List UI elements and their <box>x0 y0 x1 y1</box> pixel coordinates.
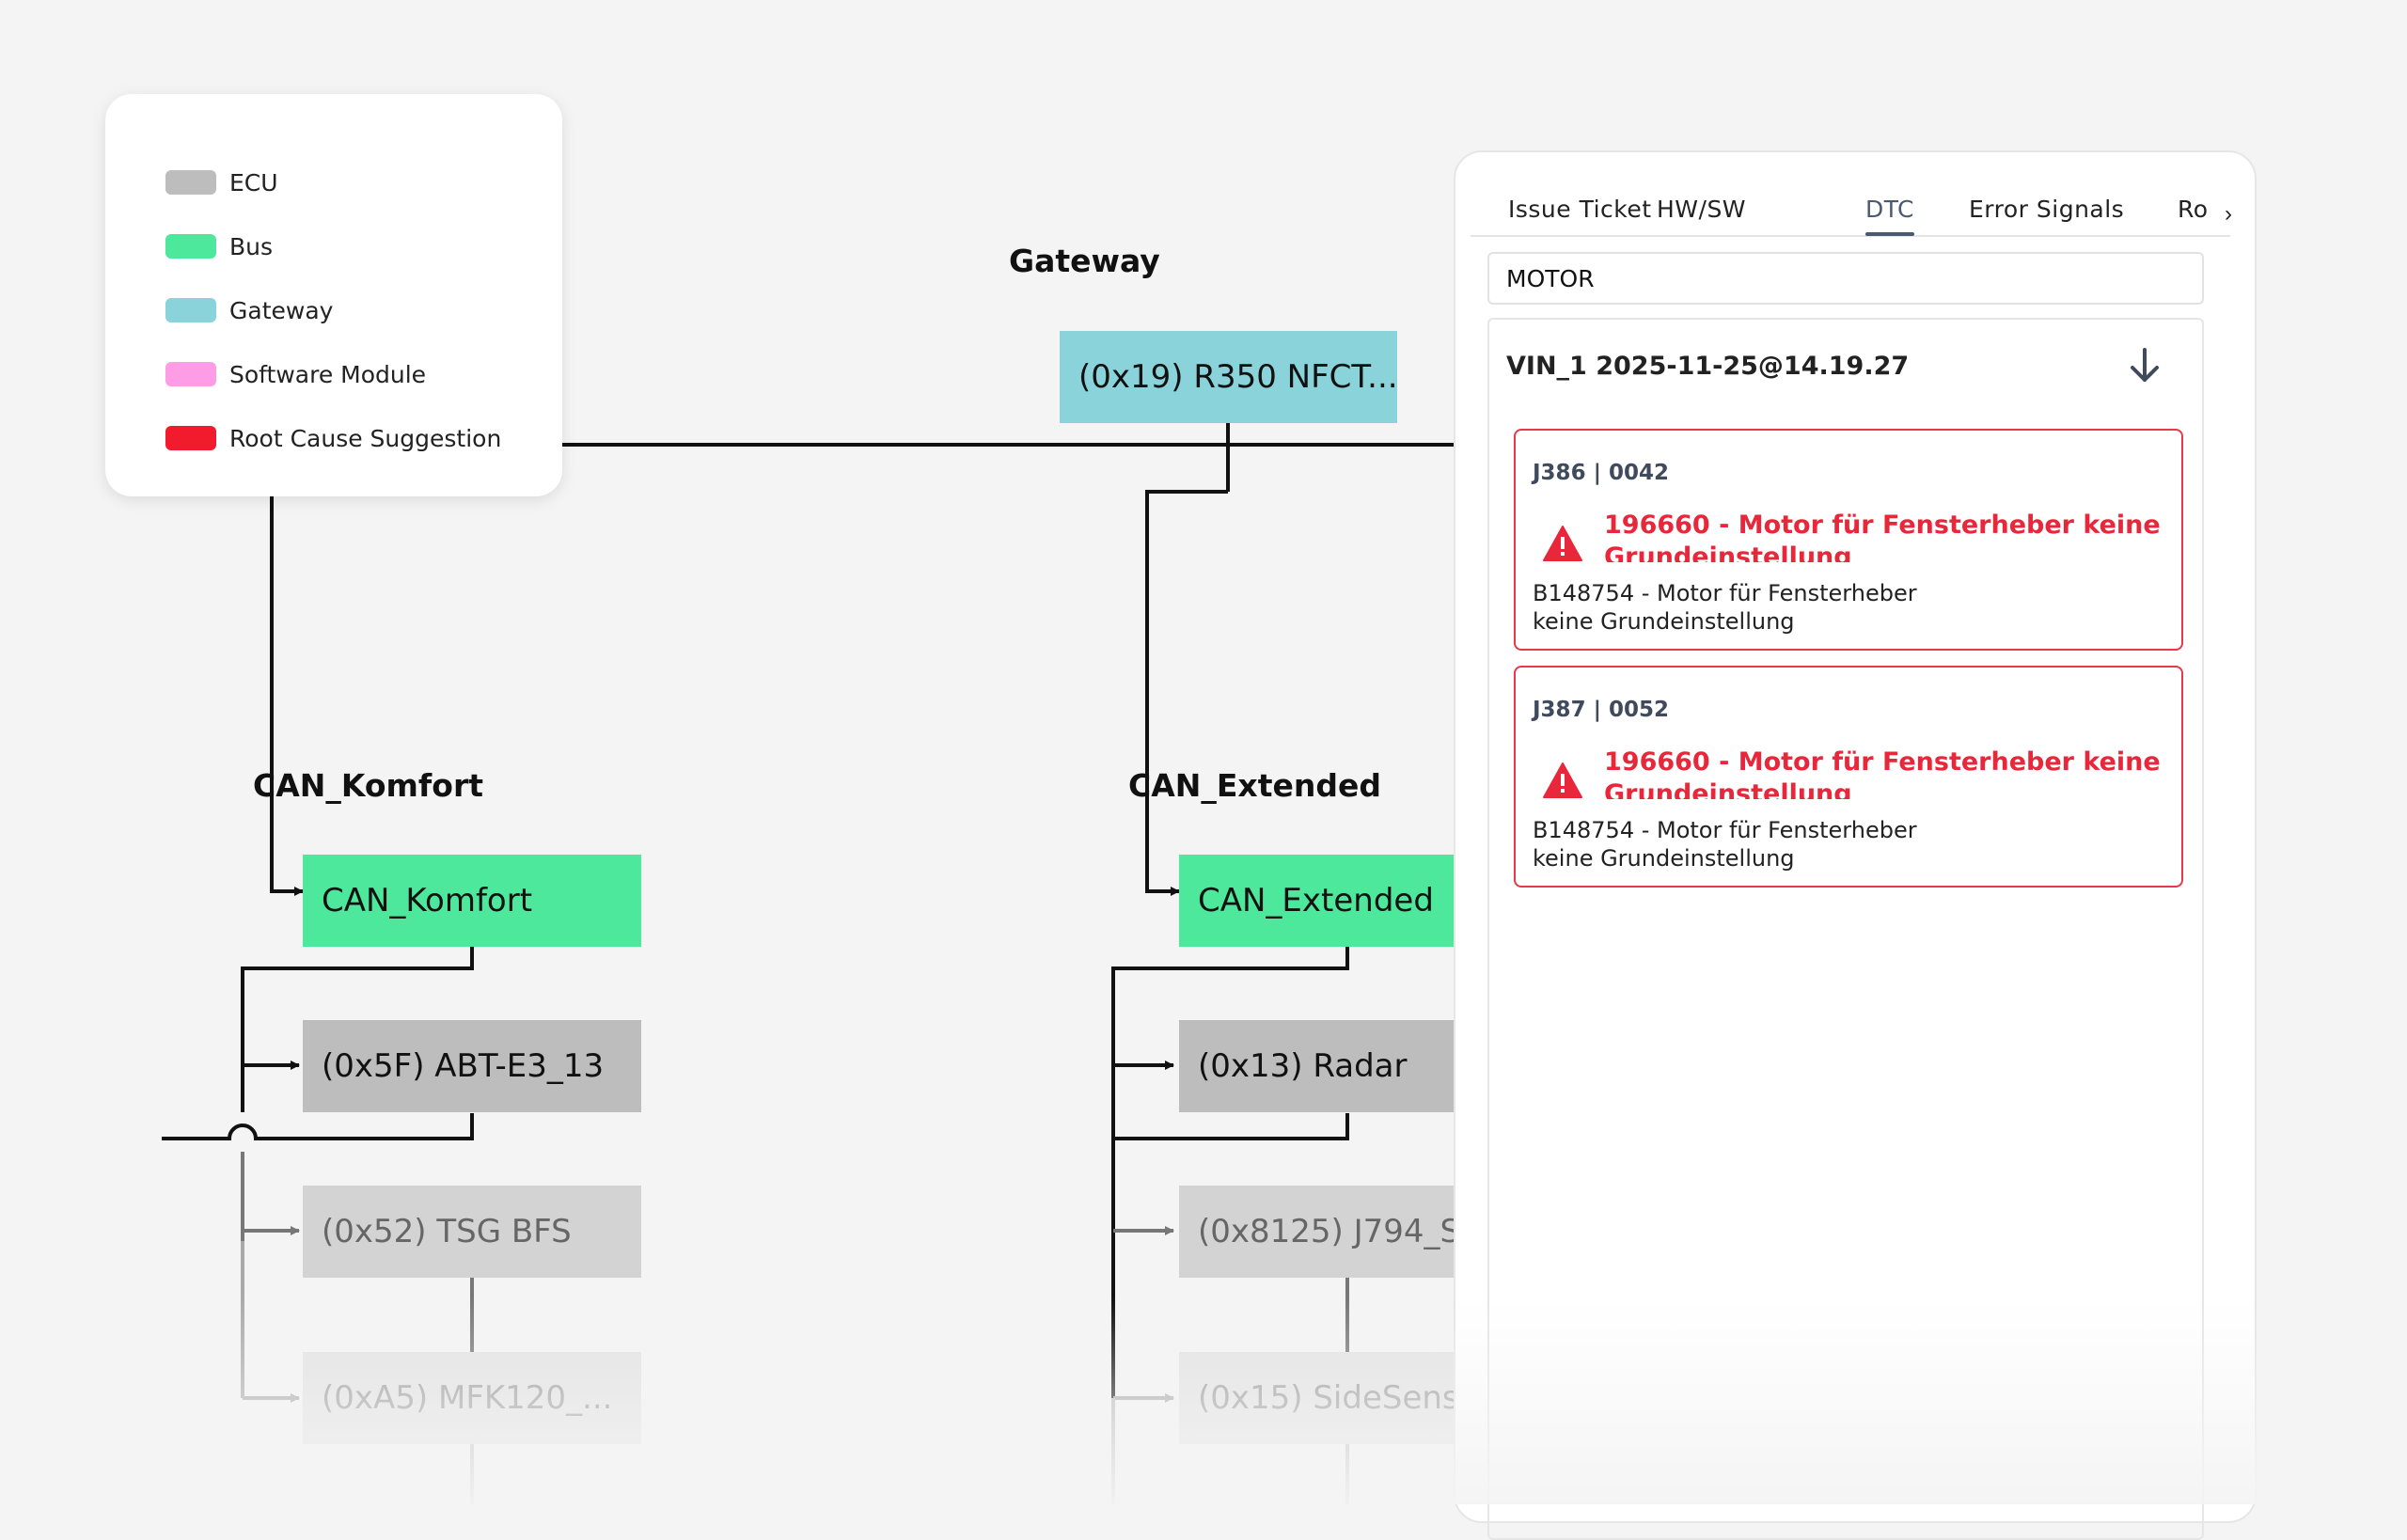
dtc-description: B148754 - Motor für Fensterheber keine G… <box>1533 580 1917 635</box>
dtc-card[interactable]: J387 | 0052 196660 - Motor für Fensterhe… <box>1514 666 2183 888</box>
legend-item-bus: Bus <box>165 214 562 278</box>
connector-can-komfort <box>270 496 304 896</box>
details-panel: Issue Ticket HW/SW DTC Error Signals Ro … <box>1454 150 2257 1540</box>
legend-item-root-cause: Root Cause Suggestion <box>165 406 562 470</box>
panel-tabs: Issue Ticket HW/SW DTC Error Signals Ro … <box>1471 184 2232 237</box>
dtc-code: J387 | 0052 <box>1533 698 1669 722</box>
dtc-description: B148754 - Motor für Fensterheber keine G… <box>1533 817 1917 872</box>
komfort-tree <box>241 947 474 1112</box>
tab-hw-sw[interactable]: HW/SW <box>1657 196 1747 223</box>
warning-icon <box>1543 762 1582 798</box>
legend-item-gateway: Gateway <box>165 278 562 342</box>
search-input[interactable] <box>1487 252 2204 305</box>
vin-session-card: VIN_1 2025-11-25@14.19.27 J386 | 0042 19… <box>1487 318 2204 1540</box>
bus-node-can-extended[interactable]: CAN_Extended <box>1179 855 1454 947</box>
bus-node-can-komfort[interactable]: CAN_Komfort <box>303 855 641 947</box>
ecu-node[interactable]: (0xA5) MFK120_... <box>303 1352 641 1444</box>
ecu-node[interactable]: (0x13) Radar <box>1179 1020 1454 1112</box>
ecu-node[interactable]: (0x5F) ABT-E3_13 <box>303 1020 641 1112</box>
tab-issue-ticket[interactable]: Issue Ticket <box>1508 196 1652 223</box>
legend-swatch <box>165 362 216 386</box>
bus-label-can-extended: CAN_Extended <box>1128 767 1381 804</box>
bus-label-can-komfort: CAN_Komfort <box>253 767 484 804</box>
gateway-label: Gateway <box>1009 243 1160 279</box>
ecu-node[interactable]: (0x15) SideSenso <box>1179 1352 1454 1444</box>
warning-icon <box>1543 526 1582 561</box>
dtc-title: 196660 - Motor für Fensterheber keine Gr… <box>1604 511 2161 562</box>
legend-item-ecu: ECU <box>165 150 562 214</box>
connector-can-extended <box>1145 490 1228 896</box>
dtc-code: J386 | 0042 <box>1533 461 1669 485</box>
legend-label: ECU <box>229 168 278 196</box>
legend-label: Software Module <box>229 360 427 388</box>
tab-error-signals[interactable]: Error Signals <box>1969 196 2125 223</box>
tab-overflow[interactable]: Ro › <box>2178 192 2234 229</box>
legend-label: Gateway <box>229 296 334 324</box>
session-title: VIN_1 2025-11-25@14.19.27 <box>1506 352 1910 381</box>
arrow-down-icon[interactable] <box>2127 346 2163 385</box>
legend-label: Bus <box>229 232 274 260</box>
legend: ECU Bus Gateway Software Module Root Cau… <box>105 94 562 496</box>
ecu-node[interactable]: (0x52) TSG BFS <box>303 1186 641 1278</box>
gateway-node[interactable]: (0x19) R350 NFCT... <box>1060 331 1397 423</box>
dtc-title: 196660 - Motor für Fensterheber keine Gr… <box>1604 747 2161 799</box>
tab-ro[interactable]: Ro <box>2178 196 2209 223</box>
tab-dtc[interactable]: DTC <box>1865 196 1915 236</box>
legend-label: Root Cause Suggestion <box>229 424 502 452</box>
legend-item-software-module: Software Module <box>165 342 562 406</box>
legend-swatch <box>165 170 216 195</box>
chevron-right-icon[interactable]: › <box>2223 201 2232 228</box>
legend-swatch <box>165 234 216 259</box>
ecu-node[interactable]: (0x8125) J794_SW <box>1179 1186 1454 1278</box>
dtc-card[interactable]: J386 | 0042 196660 - Motor für Fensterhe… <box>1514 429 2183 651</box>
extended-tree <box>1111 947 1349 1410</box>
legend-swatch <box>165 298 216 322</box>
legend-swatch <box>165 426 216 450</box>
